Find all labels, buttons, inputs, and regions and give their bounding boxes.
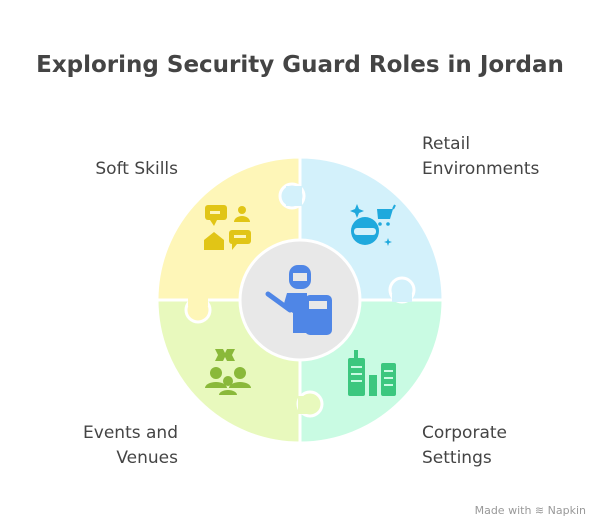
chat-people-icon bbox=[204, 205, 251, 250]
label-line: Retail bbox=[422, 134, 471, 154]
made-with-napkin[interactable]: Made with ≋ Napkin bbox=[475, 504, 586, 517]
label-line: Venues bbox=[116, 448, 178, 468]
napkin-logo-icon: ≋ bbox=[534, 504, 545, 517]
footer-text: Made with bbox=[474, 504, 532, 517]
label-line: Settings bbox=[422, 448, 492, 468]
label-line: Environments bbox=[422, 159, 540, 179]
audience-icon bbox=[205, 349, 251, 395]
footer-brand: Napkin bbox=[547, 504, 586, 517]
label-line: Soft Skills bbox=[95, 159, 178, 179]
shopper-cart-icon bbox=[350, 204, 396, 246]
buildings-icon bbox=[348, 350, 396, 396]
label-events: Events and Venues bbox=[83, 421, 178, 471]
diagram-title: Exploring Security Guard Roles in Jordan bbox=[36, 52, 564, 78]
security-guard-icon bbox=[265, 265, 332, 335]
label-line: Events and bbox=[83, 423, 178, 443]
label-retail: Retail Environments bbox=[422, 132, 539, 182]
label-corporate: Corporate Settings bbox=[422, 421, 507, 471]
label-line: Corporate bbox=[422, 423, 507, 443]
label-soft-skills: Soft Skills bbox=[95, 157, 178, 182]
